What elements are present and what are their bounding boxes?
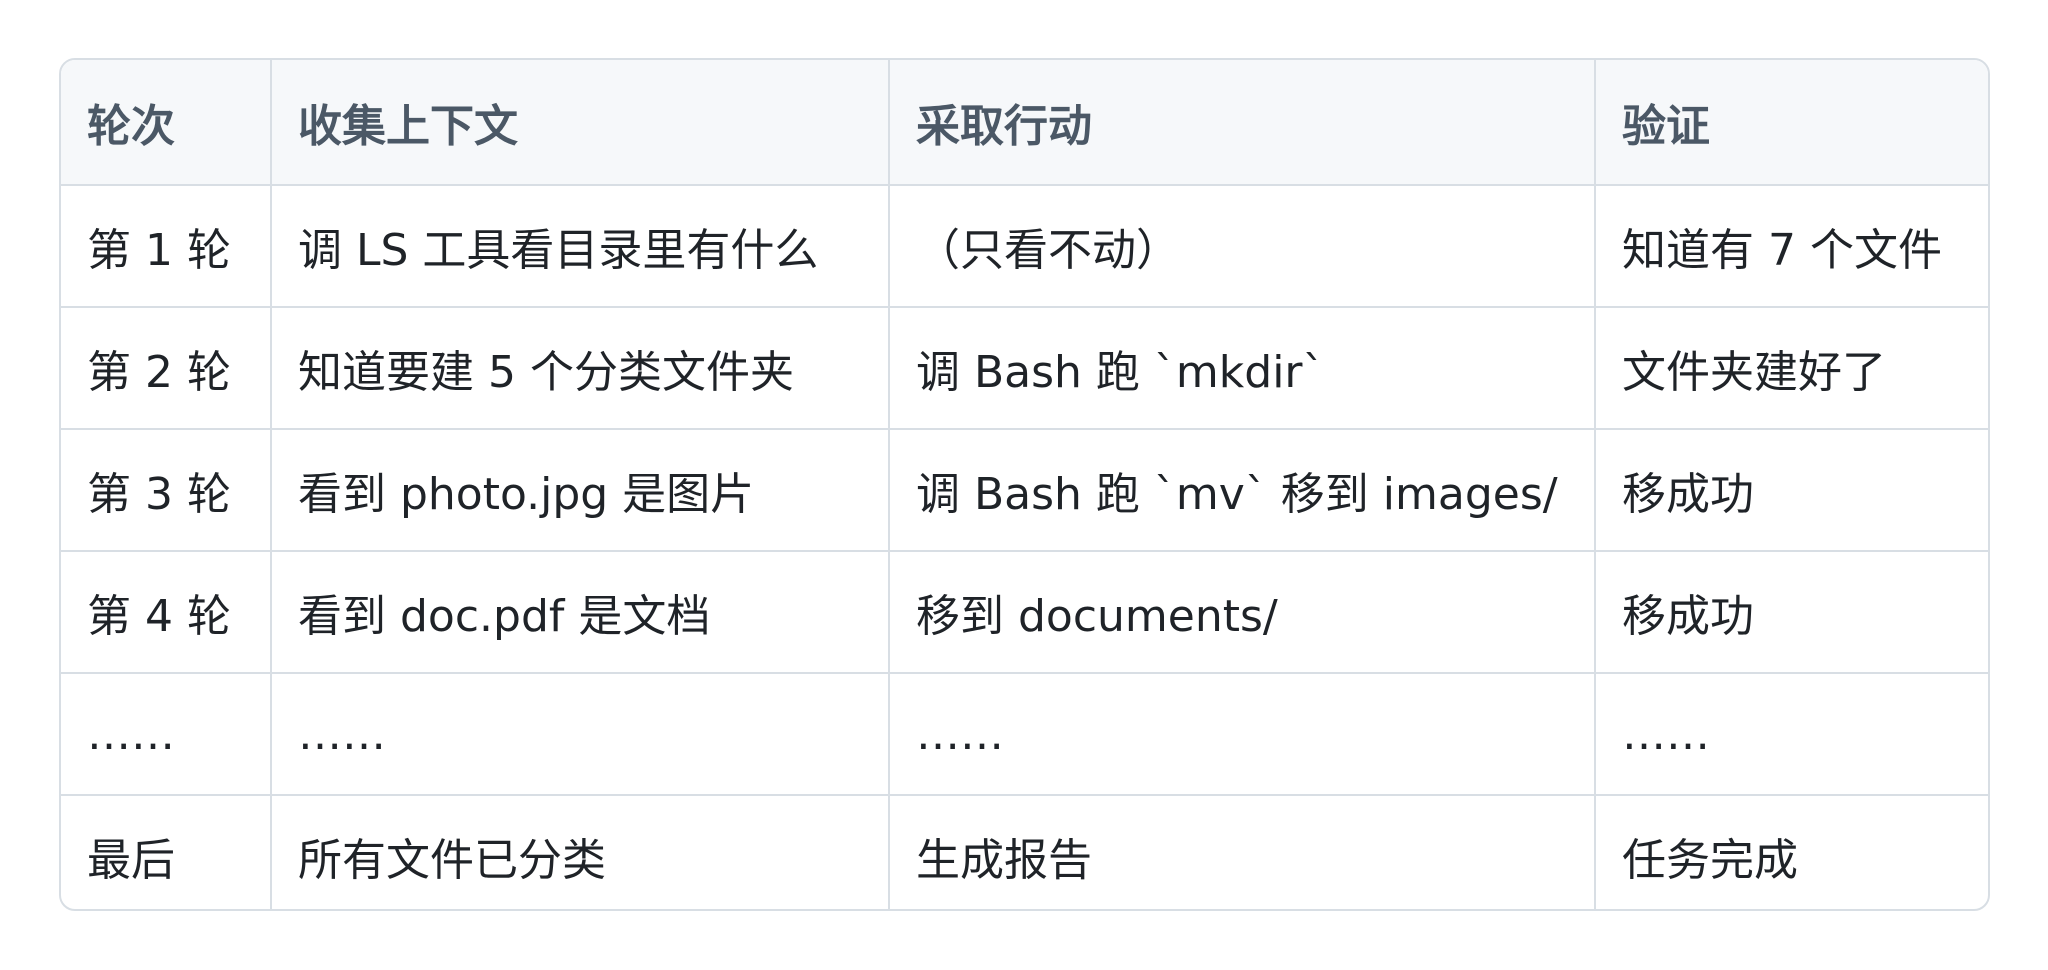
table-row: 最后 所有文件已分类 生成报告 任务完成: [61, 794, 1988, 909]
cell-take-action: 移到 documents/: [888, 550, 1596, 674]
cell-verify: 移成功: [1594, 550, 1988, 674]
cell-gather-context: ……: [270, 672, 890, 796]
table-row: 第 3 轮 看到 photo.jpg 是图片 调 Bash 跑 `mv` 移到 …: [61, 428, 1988, 552]
header-gather-context: 收集上下文: [270, 60, 890, 186]
cell-round: 第 4 轮: [61, 550, 272, 674]
cell-take-action: （只看不动）: [888, 184, 1596, 308]
table-row: 第 4 轮 看到 doc.pdf 是文档 移到 documents/ 移成功: [61, 550, 1988, 674]
table-row: 第 1 轮 调 LS 工具看目录里有什么 （只看不动） 知道有 7 个文件: [61, 184, 1988, 308]
cell-take-action: 调 Bash 跑 `mv` 移到 images/: [888, 428, 1596, 552]
cell-round: 第 3 轮: [61, 428, 272, 552]
cell-verify: 移成功: [1594, 428, 1988, 552]
cell-verify: ……: [1594, 672, 1988, 796]
cell-round: 第 1 轮: [61, 184, 272, 308]
table-row: …… …… …… ……: [61, 672, 1988, 796]
cell-round: 第 2 轮: [61, 306, 272, 430]
header-round: 轮次: [61, 60, 272, 186]
header-row: 轮次 收集上下文 采取行动 验证: [61, 60, 1988, 186]
cell-round: 最后: [61, 794, 272, 909]
cell-verify: 文件夹建好了: [1594, 306, 1988, 430]
cell-verify: 任务完成: [1594, 794, 1988, 909]
cell-gather-context: 所有文件已分类: [270, 794, 890, 909]
cell-gather-context: 调 LS 工具看目录里有什么: [270, 184, 890, 308]
cell-gather-context: 看到 doc.pdf 是文档: [270, 550, 890, 674]
header-verify: 验证: [1594, 60, 1988, 186]
cell-verify: 知道有 7 个文件: [1594, 184, 1988, 308]
cell-round: ……: [61, 672, 272, 796]
cell-take-action: 生成报告: [888, 794, 1596, 909]
table-header: 轮次 收集上下文 采取行动 验证: [61, 60, 1988, 186]
cell-gather-context: 知道要建 5 个分类文件夹: [270, 306, 890, 430]
agent-loop-table-container: 轮次 收集上下文 采取行动 验证 第 1 轮 调 LS 工具看目录里有什么 （只…: [59, 58, 1990, 911]
cell-take-action: ……: [888, 672, 1596, 796]
header-take-action: 采取行动: [888, 60, 1596, 186]
agent-loop-table: 轮次 收集上下文 采取行动 验证 第 1 轮 调 LS 工具看目录里有什么 （只…: [61, 60, 1988, 909]
table-body: 第 1 轮 调 LS 工具看目录里有什么 （只看不动） 知道有 7 个文件 第 …: [61, 184, 1988, 909]
cell-gather-context: 看到 photo.jpg 是图片: [270, 428, 890, 552]
table-row: 第 2 轮 知道要建 5 个分类文件夹 调 Bash 跑 `mkdir` 文件夹…: [61, 306, 1988, 430]
cell-take-action: 调 Bash 跑 `mkdir`: [888, 306, 1596, 430]
